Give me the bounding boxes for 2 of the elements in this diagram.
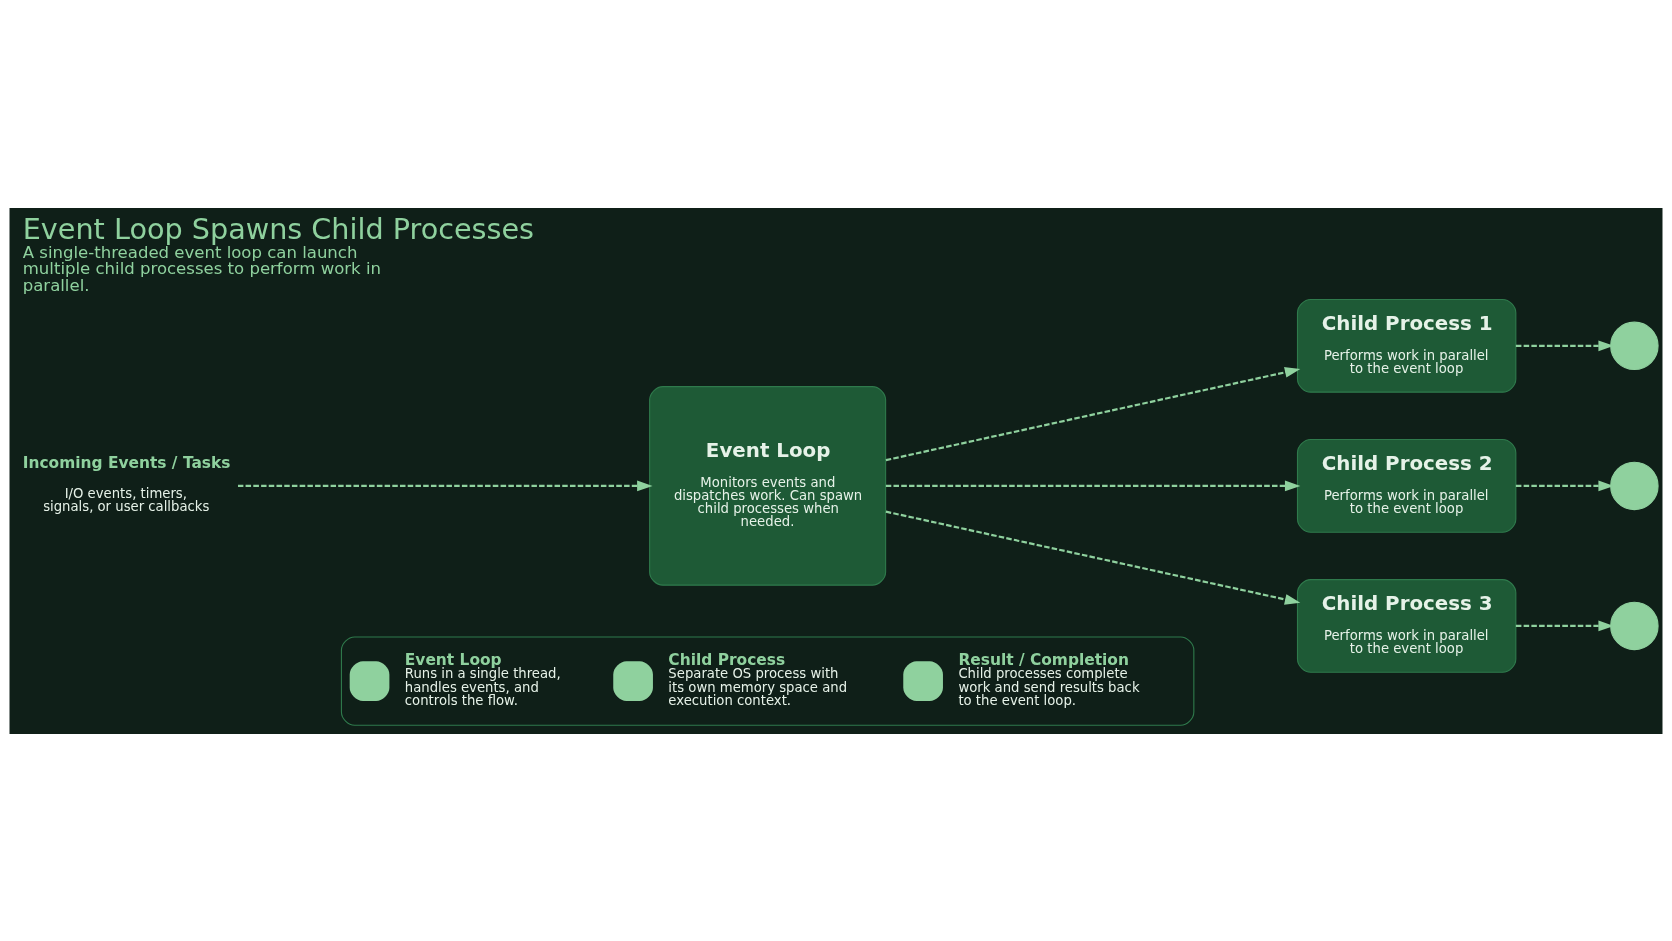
diagram-title: Event Loop Spawns Child Processes xyxy=(22,211,535,246)
node-text: Incoming Events / Tasks I/O events, timers, signals, or user callbacks xyxy=(22,453,231,514)
